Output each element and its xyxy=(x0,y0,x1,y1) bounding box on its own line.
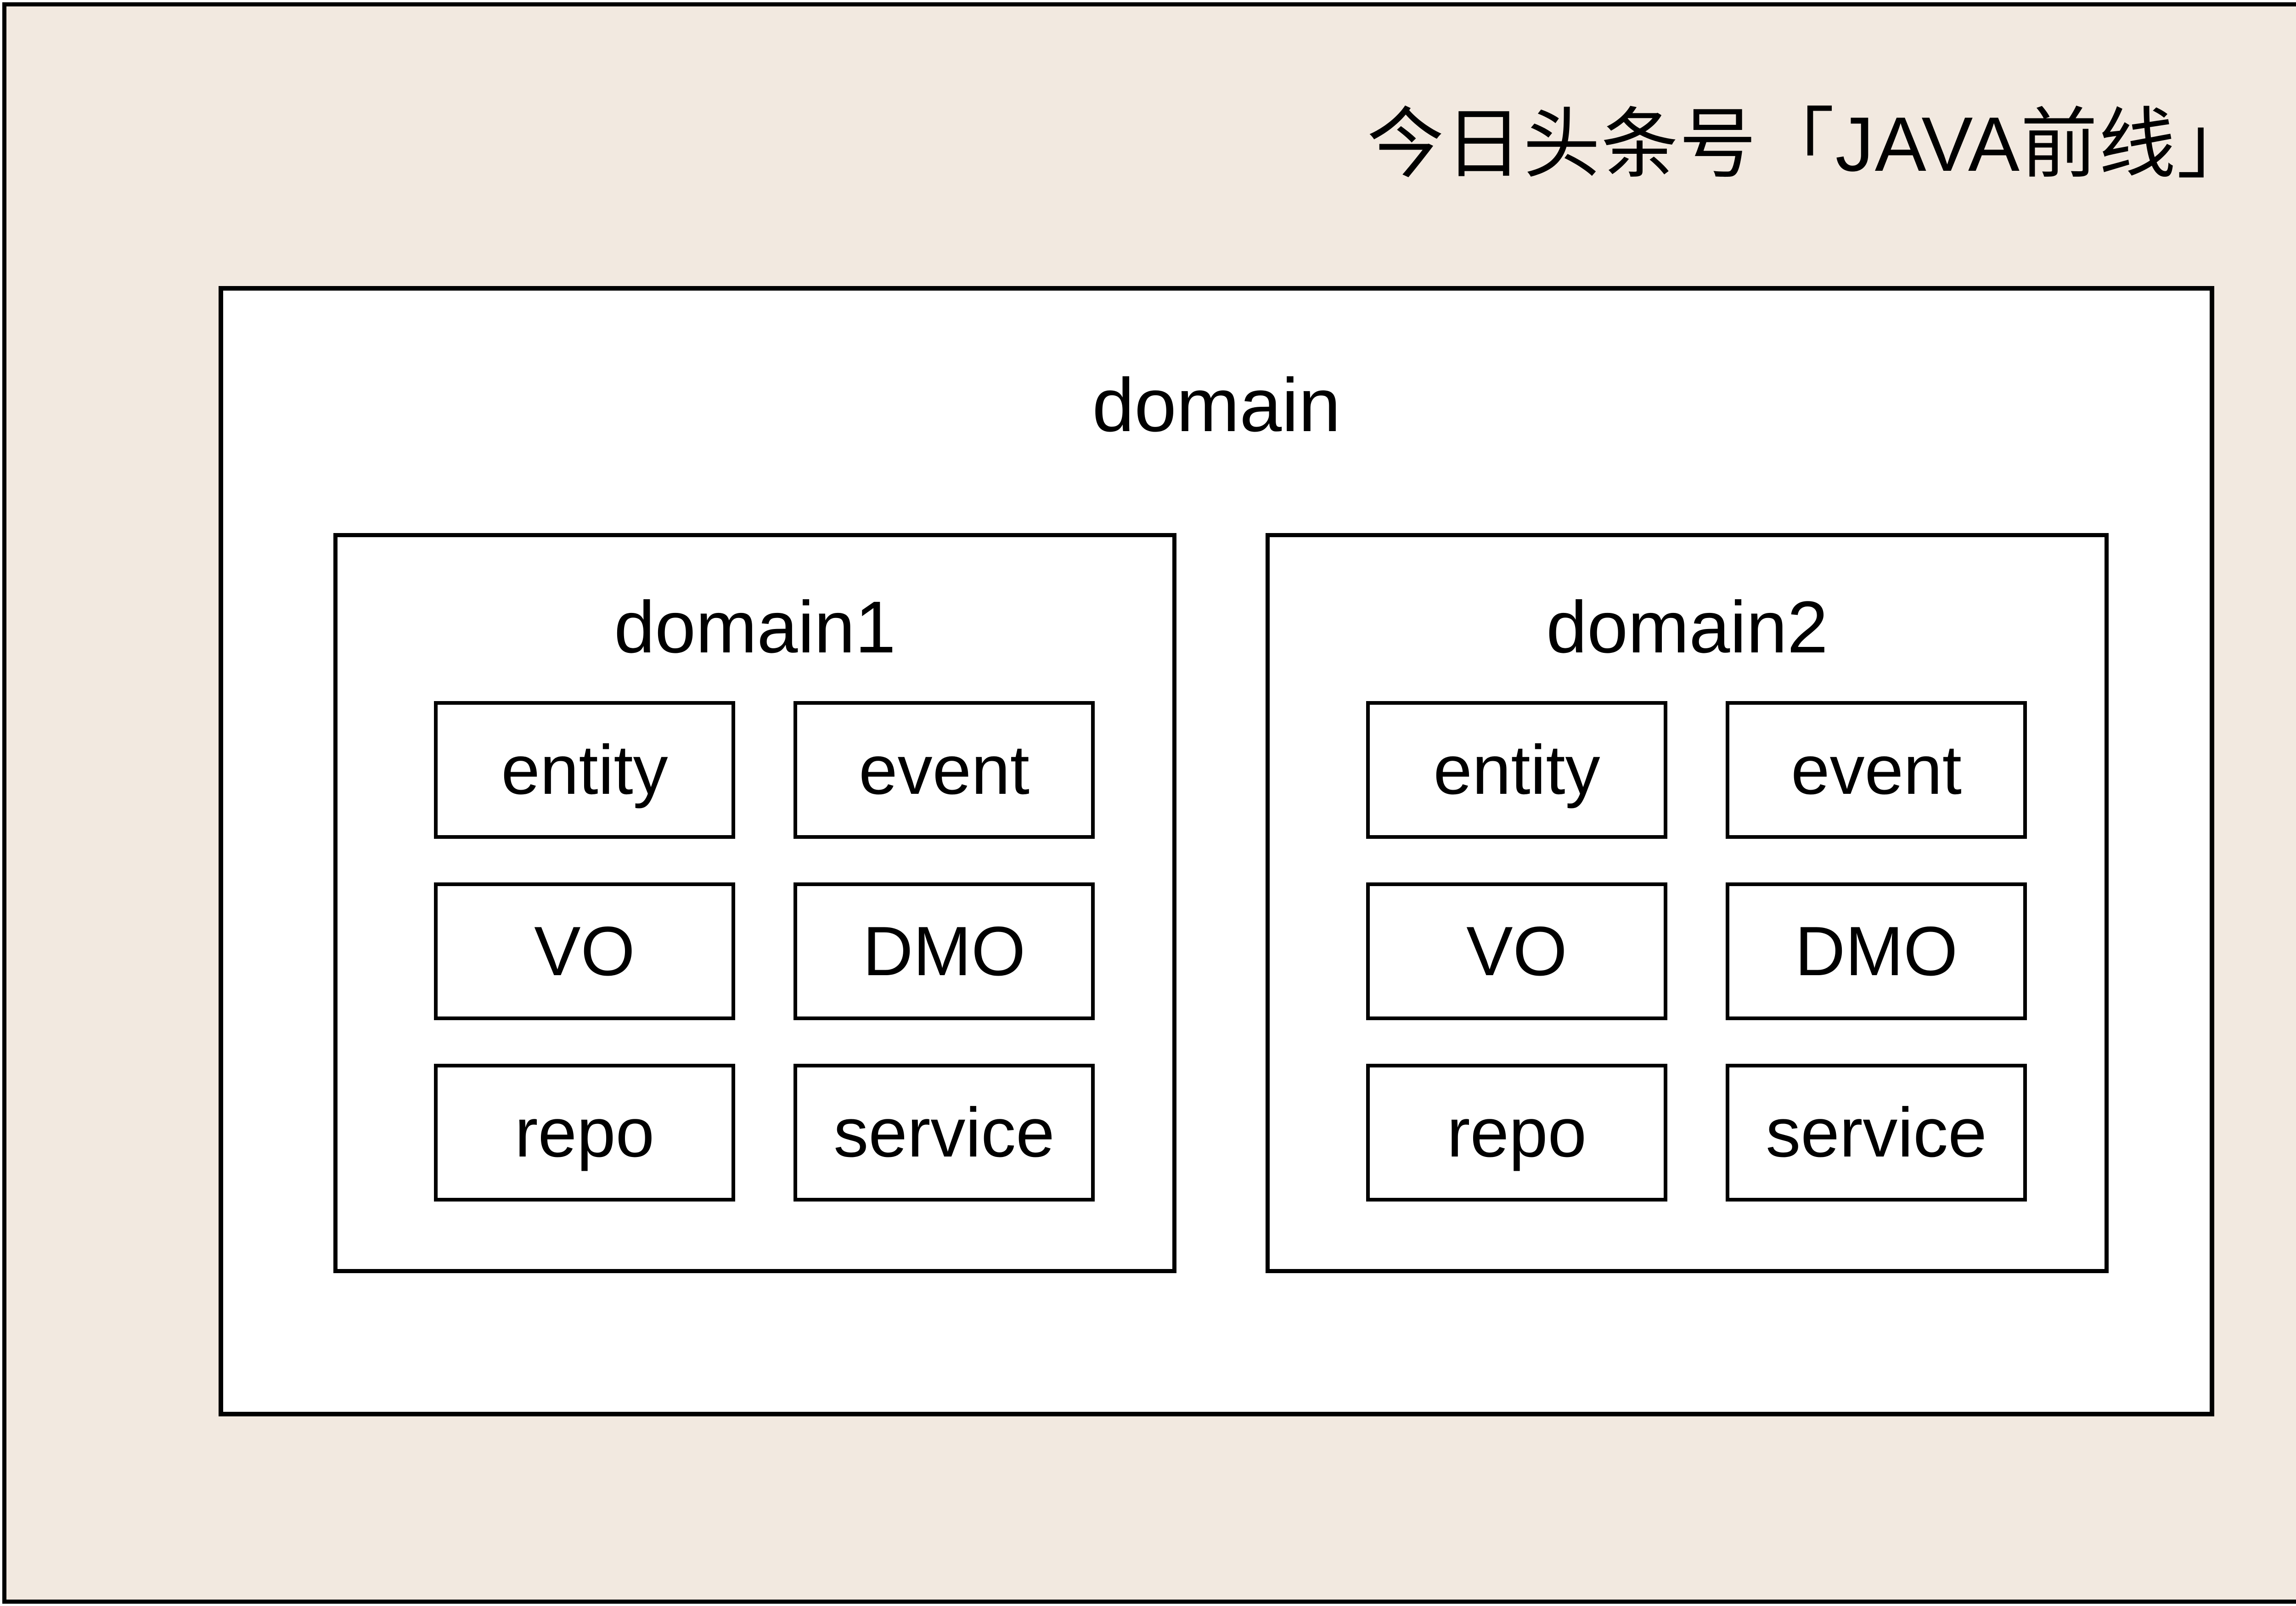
module-box-repo: repo xyxy=(434,1064,735,1202)
module-label: entity xyxy=(501,730,668,809)
module-label: event xyxy=(1791,730,1962,809)
module-box-service: service xyxy=(1726,1064,2027,1202)
module-box-dmo: DMO xyxy=(1726,882,2027,1020)
domain-title: domain xyxy=(1092,363,1341,447)
module-label: service xyxy=(1766,1093,1987,1172)
domain2-container: domain2 entity event VO DMO repo s xyxy=(1266,533,2109,1273)
domain1-container: domain1 entity event VO DMO repo s xyxy=(333,533,1176,1273)
module-label: VO xyxy=(534,912,635,990)
module-label: event xyxy=(859,730,1030,809)
module-box-vo: VO xyxy=(434,882,735,1020)
module-box-dmo: DMO xyxy=(793,882,1095,1020)
module-label: VO xyxy=(1466,912,1567,990)
module-box-event: event xyxy=(1726,701,2027,839)
module-label: DMO xyxy=(862,912,1026,990)
domain1-module-grid: entity event VO DMO repo service xyxy=(434,701,1095,1202)
domain1-title: domain1 xyxy=(614,586,896,668)
module-box-vo: VO xyxy=(1366,882,1667,1020)
module-label: service xyxy=(833,1093,1055,1172)
domain2-module-grid: entity event VO DMO repo service xyxy=(1366,701,2027,1202)
module-label: entity xyxy=(1433,730,1600,809)
module-label: repo xyxy=(1446,1093,1587,1172)
module-label: repo xyxy=(514,1093,655,1172)
module-box-repo: repo xyxy=(1366,1064,1667,1202)
module-box-service: service xyxy=(793,1064,1095,1202)
credit-watermark: 今日头条号「JAVA前线」 xyxy=(1367,101,2255,187)
domain-container: domain domain1 entity event VO DMO repo xyxy=(219,286,2214,1416)
module-label: DMO xyxy=(1795,912,1958,990)
module-box-entity: entity xyxy=(434,701,735,839)
module-box-entity: entity xyxy=(1366,701,1667,839)
module-box-event: event xyxy=(793,701,1095,839)
domain2-title: domain2 xyxy=(1546,586,1828,668)
